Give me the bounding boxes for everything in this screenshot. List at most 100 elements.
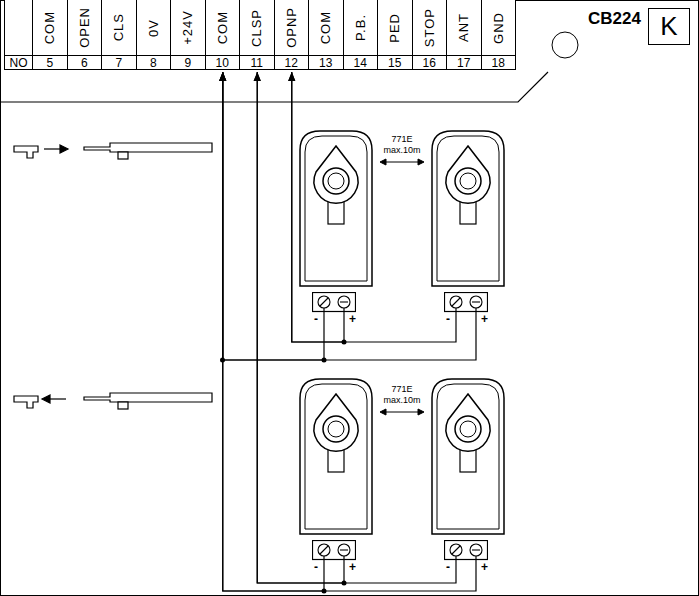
photocell-transmitter bbox=[300, 131, 372, 286]
part-number: 771E bbox=[376, 384, 428, 394]
pin-header: PED bbox=[378, 0, 412, 55]
wire bbox=[292, 72, 456, 342]
photocell-terminal-block: -+ bbox=[444, 540, 488, 576]
gate-close-icon bbox=[118, 402, 128, 409]
gate-open-icon bbox=[14, 143, 212, 159]
pin-number: 18 bbox=[482, 55, 516, 70]
gate-open-icon bbox=[118, 152, 128, 159]
polarity-mark: + bbox=[349, 312, 356, 326]
terminal-pin: ANT 17 bbox=[447, 0, 482, 70]
gate-close-icon bbox=[14, 396, 38, 408]
gate-close-icon bbox=[14, 393, 212, 409]
pin-number: 6 bbox=[68, 55, 102, 70]
distance-arrow bbox=[386, 162, 418, 163]
pin-number: 12 bbox=[275, 55, 309, 70]
wire-stub bbox=[475, 308, 476, 328]
distance-arrow bbox=[380, 159, 424, 415]
signal-name: STOP bbox=[422, 8, 437, 47]
terminal-pin: STOP 16 bbox=[413, 0, 448, 70]
gate-open-icon bbox=[14, 146, 38, 158]
distance-arrow bbox=[418, 159, 424, 165]
distance-arrow bbox=[386, 412, 418, 413]
signal-name: 0V bbox=[146, 19, 161, 37]
pin-header: +24V bbox=[171, 0, 205, 55]
wire-stub bbox=[323, 556, 324, 576]
mounting-hole bbox=[552, 32, 578, 58]
pin-header: COM bbox=[309, 0, 343, 55]
terminal-pin: PED15 bbox=[378, 0, 413, 70]
signal-name: OPEN bbox=[77, 7, 92, 48]
screw-slot bbox=[340, 549, 348, 550]
screw bbox=[338, 544, 350, 556]
pin-header: STOP bbox=[413, 0, 447, 55]
polarity-mark: + bbox=[481, 560, 488, 574]
terminal-housing bbox=[445, 293, 488, 312]
pin-header: COM bbox=[206, 0, 240, 55]
screw bbox=[450, 296, 462, 308]
pin-number: 13 bbox=[309, 55, 343, 70]
distance-arrow bbox=[380, 159, 386, 165]
pin-header: P.B. bbox=[344, 0, 378, 55]
terminal-pin: COM5 bbox=[33, 0, 68, 70]
pin-number: 10 bbox=[206, 55, 240, 70]
wire bbox=[223, 72, 476, 591]
photocell-terminal-block: -+ bbox=[444, 292, 488, 328]
gate-open-icon bbox=[44, 148, 60, 149]
pin-number: 11 bbox=[240, 55, 274, 70]
signal-name: CLS bbox=[111, 13, 126, 41]
polarity-mark: - bbox=[446, 312, 450, 326]
pin-header: CLSP bbox=[240, 0, 274, 55]
screw-slot bbox=[320, 546, 328, 554]
terminal-pin: OPEN 6 bbox=[68, 0, 103, 70]
terminal-pin: COM13 bbox=[309, 0, 344, 70]
screw-slot bbox=[320, 298, 328, 306]
photocell-receiver bbox=[432, 379, 504, 534]
pin-header: OPNP bbox=[275, 0, 309, 55]
wire bbox=[223, 72, 324, 360]
wire bbox=[257, 72, 456, 583]
screw-slot bbox=[472, 549, 480, 550]
screw bbox=[318, 296, 330, 308]
wire-stub bbox=[455, 308, 456, 328]
pin-header: GND bbox=[482, 0, 516, 55]
pin-header: CLS bbox=[102, 0, 136, 55]
pin-number: 9 bbox=[171, 55, 205, 70]
pin-number: 17 bbox=[447, 55, 481, 70]
signal-name: GND bbox=[491, 12, 506, 44]
junction-dot bbox=[220, 340, 347, 594]
terminal-housing bbox=[313, 293, 356, 312]
screw-slot bbox=[452, 546, 460, 554]
signal-name: CLSP bbox=[249, 9, 264, 47]
terminal-housing bbox=[313, 541, 356, 560]
pin-header bbox=[5, 0, 32, 55]
pin-number: 16 bbox=[413, 55, 447, 70]
pin-number: 14 bbox=[344, 55, 378, 70]
photocell-terminal-block: -+ bbox=[312, 292, 356, 328]
polarity-mark: - bbox=[446, 560, 450, 574]
distance-note: max.10m bbox=[376, 395, 428, 405]
pin-header: ANT bbox=[447, 0, 481, 55]
wire-stub bbox=[343, 308, 344, 328]
screw-slot bbox=[340, 301, 348, 302]
signal-name: COM bbox=[215, 11, 230, 44]
wire-stub bbox=[343, 556, 344, 576]
gate-close-icon bbox=[42, 395, 50, 403]
terminal-housing bbox=[445, 541, 488, 560]
terminal-pin: 0V8 bbox=[137, 0, 172, 70]
signal-name: +24V bbox=[180, 10, 195, 45]
distance-note: max.10m bbox=[376, 145, 428, 155]
board-outline bbox=[0, 72, 548, 102]
screw bbox=[338, 296, 350, 308]
diagram-letter: K bbox=[660, 11, 677, 42]
pin-header: COM bbox=[33, 0, 67, 55]
terminal-pin: P.B.14 bbox=[344, 0, 379, 70]
wire bbox=[223, 72, 476, 360]
wire-stub bbox=[475, 556, 476, 576]
distance-arrow bbox=[380, 409, 386, 415]
polarity-mark: + bbox=[349, 560, 356, 574]
photocell-transmitter bbox=[300, 379, 372, 534]
signal-name: ANT bbox=[456, 13, 471, 42]
photocell-terminal-block: -+ bbox=[312, 540, 356, 576]
terminal-pin: NO bbox=[4, 0, 33, 70]
